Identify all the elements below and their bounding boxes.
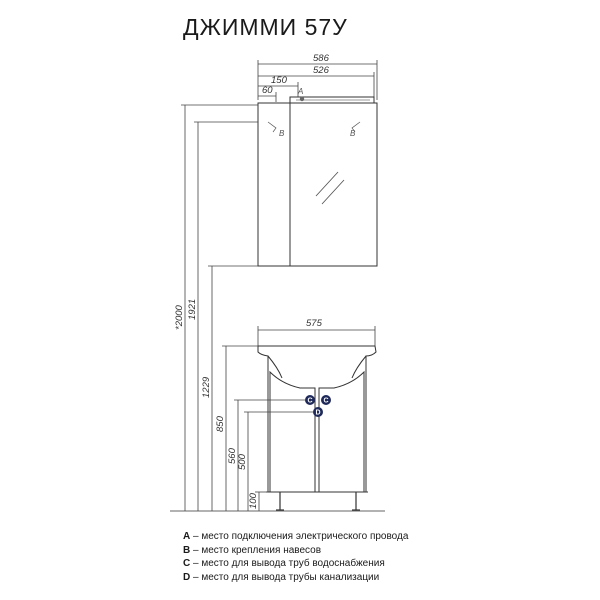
page-title: ДЖИММИ 57У: [183, 14, 348, 40]
marker-b-right: B: [350, 129, 356, 138]
marker-d: D: [316, 410, 321, 417]
dim-2000: *2000: [174, 304, 185, 330]
dim-1921: 1921: [187, 299, 198, 320]
dim-560: 560: [227, 447, 238, 464]
dim-586: 586: [313, 53, 330, 64]
vertical-dimensions: [181, 104, 313, 511]
legend-item-c: C – место для вывода труб водоснабжения: [183, 558, 385, 569]
dim-500: 500: [237, 453, 248, 470]
dim-575: 575: [306, 318, 323, 329]
legend-item-b: B – место крепления навесов: [183, 544, 322, 556]
mirror-reflection: [315, 171, 345, 205]
vanity-legs: [276, 492, 360, 511]
top-dimensions: [257, 60, 378, 102]
hinge-marks: [267, 121, 361, 133]
washbasin-dimension: [257, 326, 376, 348]
dim-100: 100: [248, 492, 259, 509]
legend-item-d: D – место для вывода трубы канализации: [183, 571, 380, 583]
dim-60: 60: [262, 85, 273, 96]
mirror-cabinet: [257, 96, 378, 267]
dim-150: 150: [271, 75, 288, 86]
marker-d-circle: [313, 407, 323, 417]
dim-1229: 1229: [201, 376, 212, 398]
marker-b-left: B: [279, 129, 285, 138]
vanity-unit: [257, 345, 377, 493]
marker-a: A: [297, 87, 303, 96]
marker-c-left-circle: [305, 395, 315, 405]
dim-850: 850: [215, 415, 226, 432]
marker-c-left: C: [308, 398, 313, 405]
marker-c-right: C: [324, 398, 329, 405]
marker-a-dot: [299, 96, 305, 102]
dim-526: 526: [313, 65, 330, 76]
legend-item-a: A – место подключения электрического про…: [183, 531, 409, 542]
marker-c-right-circle: [321, 395, 331, 405]
legend: A – место подключения электрического про…: [183, 530, 408, 584]
